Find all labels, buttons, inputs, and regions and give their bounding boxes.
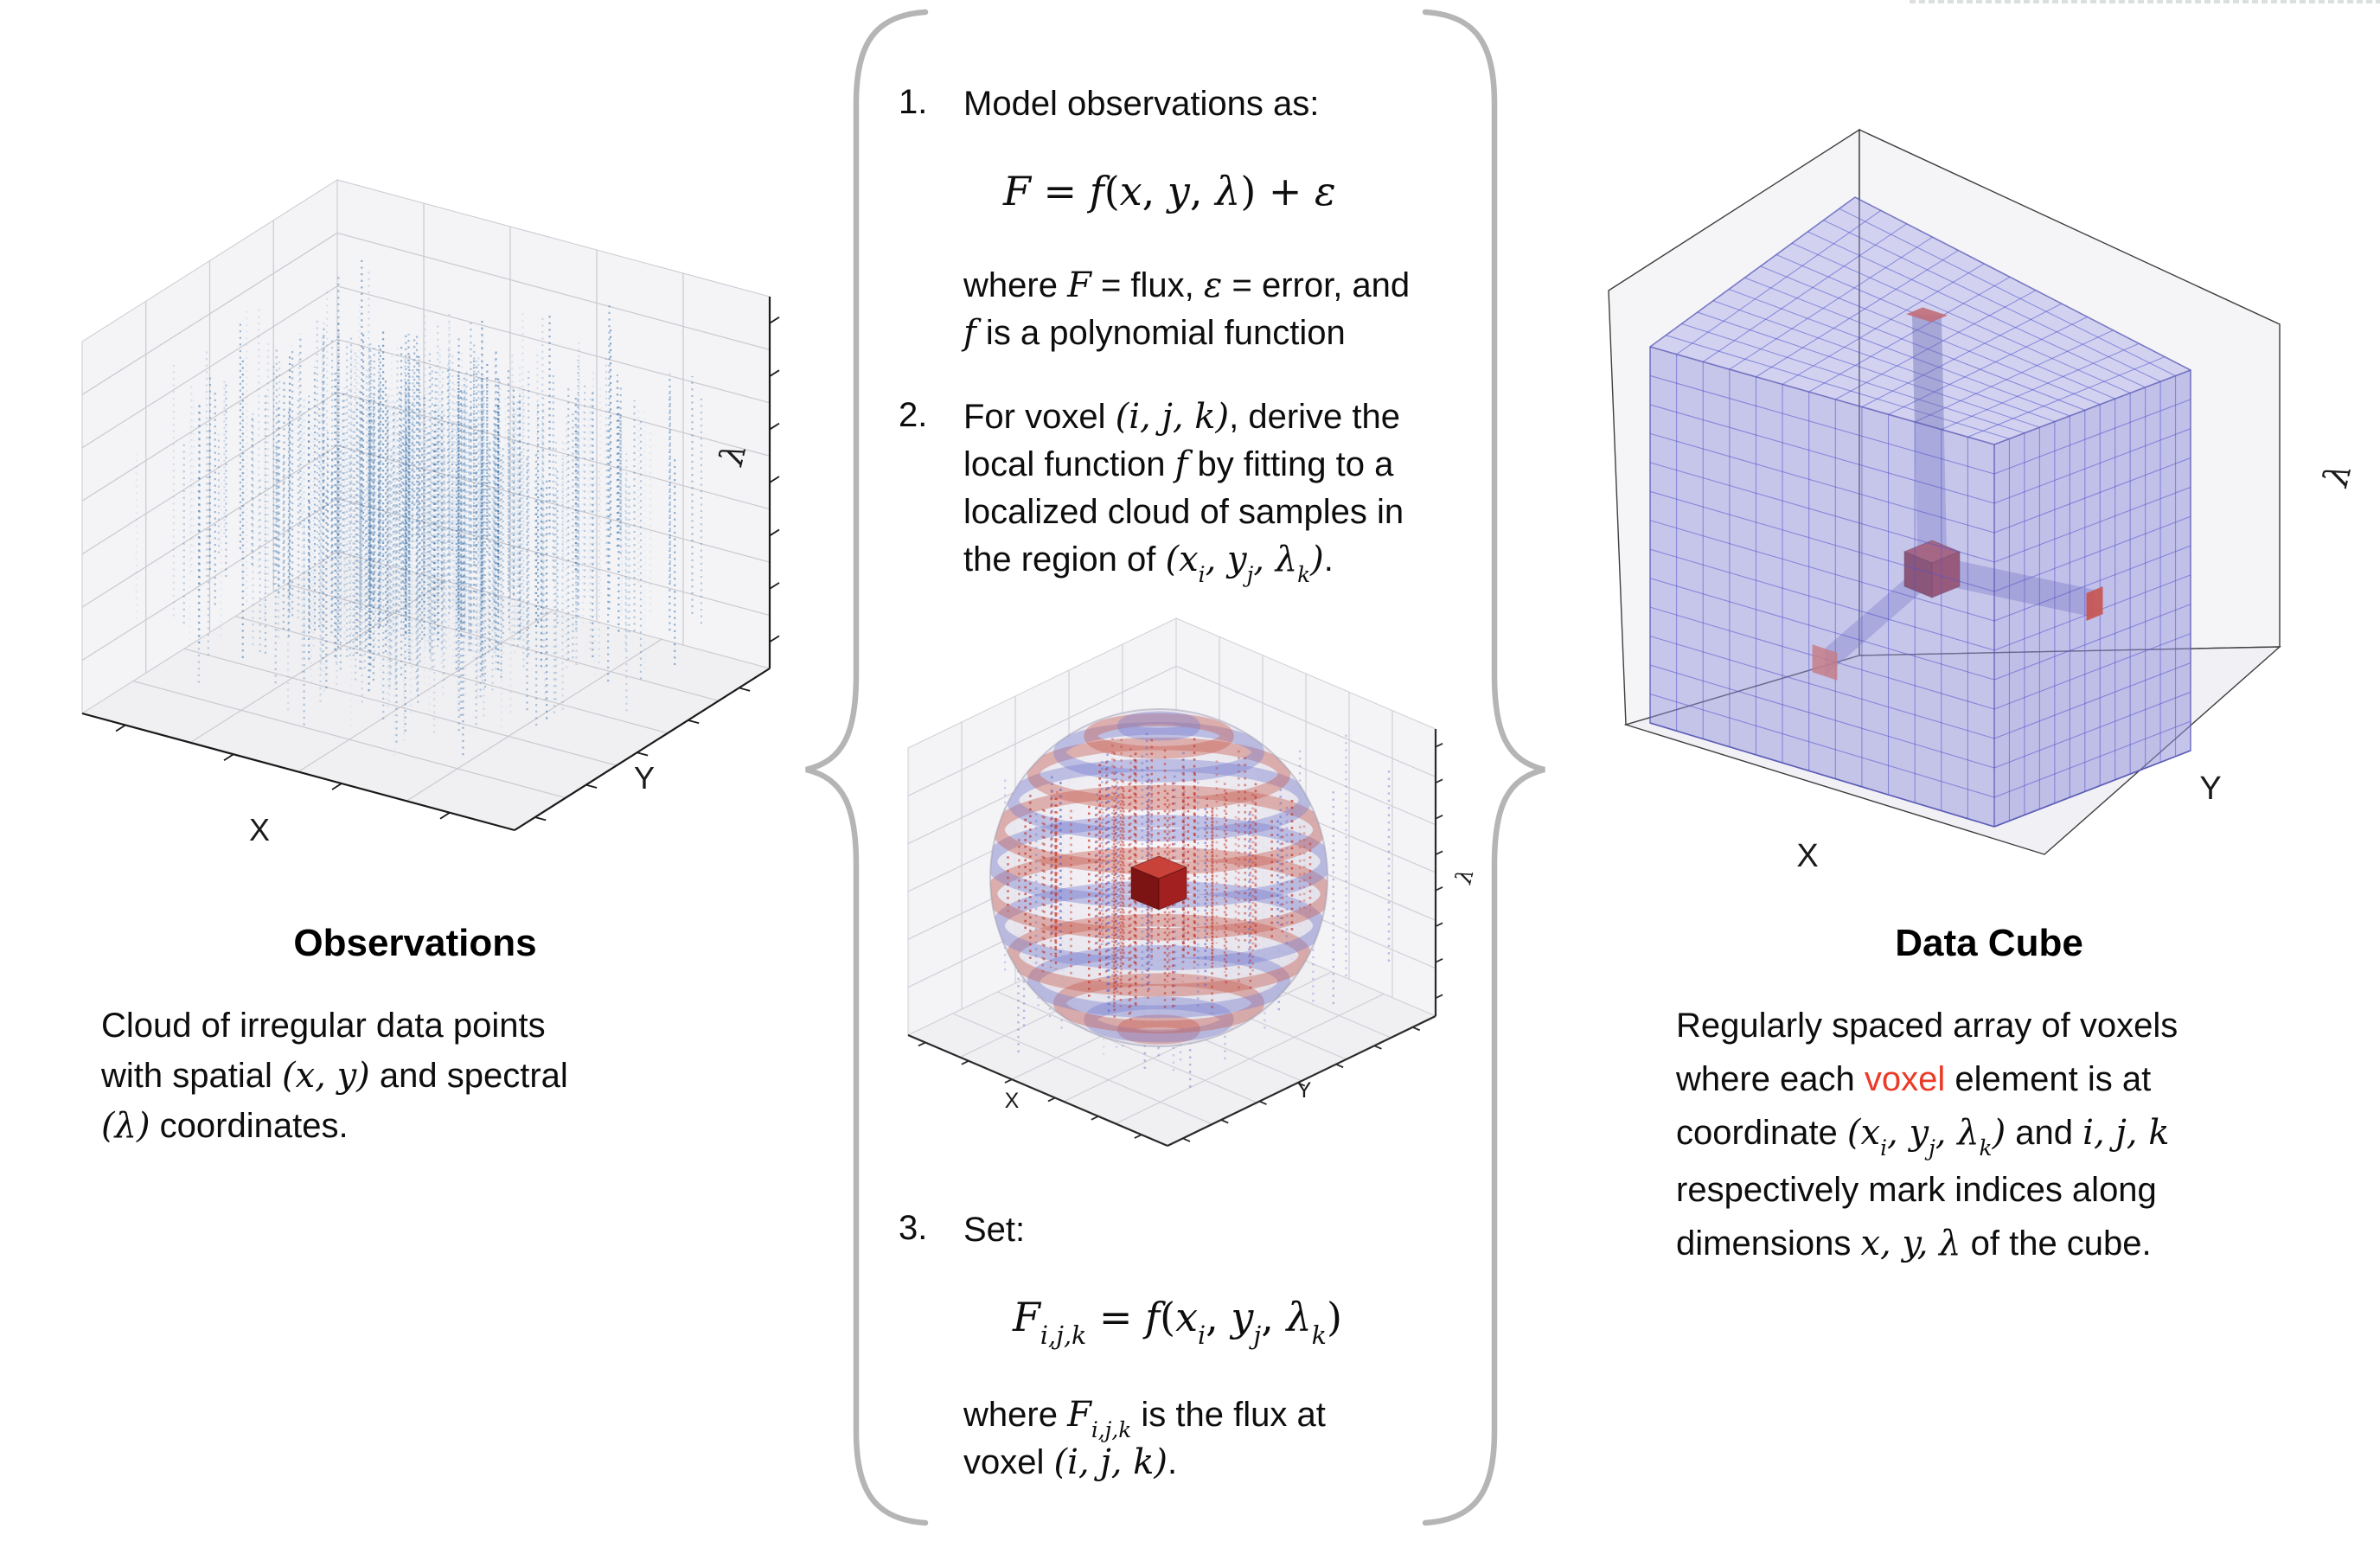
step-1-number: 1.	[899, 83, 928, 121]
observations-3d-scatter: XYλ	[80, 179, 780, 847]
step-2-line: localized cloud of samples in	[963, 493, 1404, 531]
observations-caption-line: (λ) coordinates.	[101, 1106, 349, 1146]
step-1-formula: F = f(x, y, λ) + ε	[1003, 168, 1336, 214]
step-2-line: the region of (xi, yj, λk).	[963, 540, 1334, 588]
data-cube-caption-line: dimensions x, y, λ of the cube.	[1676, 1224, 2152, 1263]
step-2-line: For voxel (i, j, k), derive the	[963, 397, 1401, 437]
step-1-note-line: where F = flux, ε = error, and	[963, 265, 1411, 305]
cropped-text-artifact	[1910, 0, 2380, 3]
data-cube-caption-line: respectively mark indices along	[1676, 1171, 2157, 1209]
local-fit-3d-plot: X Yλ	[906, 617, 1480, 1148]
svg-text:Y: Y	[634, 760, 655, 796]
observations-caption-line: with spatial (x, y) and spectral	[101, 1056, 568, 1096]
svg-text:λ: λ	[2316, 459, 2360, 492]
step-1-intro: Model observations as:	[963, 85, 1320, 123]
step-3-number: 3.	[899, 1209, 928, 1247]
svg-text:X: X	[1005, 1089, 1020, 1113]
svg-text:Y: Y	[2199, 770, 2221, 807]
data-cube-title: Data Cube	[1895, 922, 2083, 964]
step-3-note-line: where Fi,j,k is the flux at	[963, 1395, 1326, 1443]
data-cube-caption-line: Regularly spaced array of voxels	[1676, 1007, 2178, 1045]
step-3-formula: Fi,j,k = f(xi, yj, λk)	[1013, 1294, 1342, 1351]
observations-caption-line: Cloud of irregular data points	[101, 1007, 546, 1045]
step-3-note-line: voxel (i, j, k).	[963, 1442, 1178, 1482]
data-cube-3d-plot: X Yλ	[1608, 128, 2360, 874]
observations-title: Observations	[293, 922, 537, 964]
svg-text:X: X	[249, 812, 270, 847]
svg-text:Y: Y	[1297, 1078, 1312, 1103]
svg-text:λ: λ	[1450, 866, 1479, 886]
step-2-number: 2.	[899, 396, 928, 434]
data-cube-caption-line: where each voxel element is at	[1676, 1060, 2152, 1098]
step-1-note-line: f is a polynomial function	[963, 313, 1346, 353]
svg-text:X: X	[1796, 838, 1818, 874]
step-2-line: local function f by fitting to a	[963, 444, 1394, 484]
step-3-intro: Set:	[963, 1211, 1026, 1249]
data-cube-caption-line: coordinate (xi, yj, λk) and i, j, k	[1676, 1113, 2170, 1161]
